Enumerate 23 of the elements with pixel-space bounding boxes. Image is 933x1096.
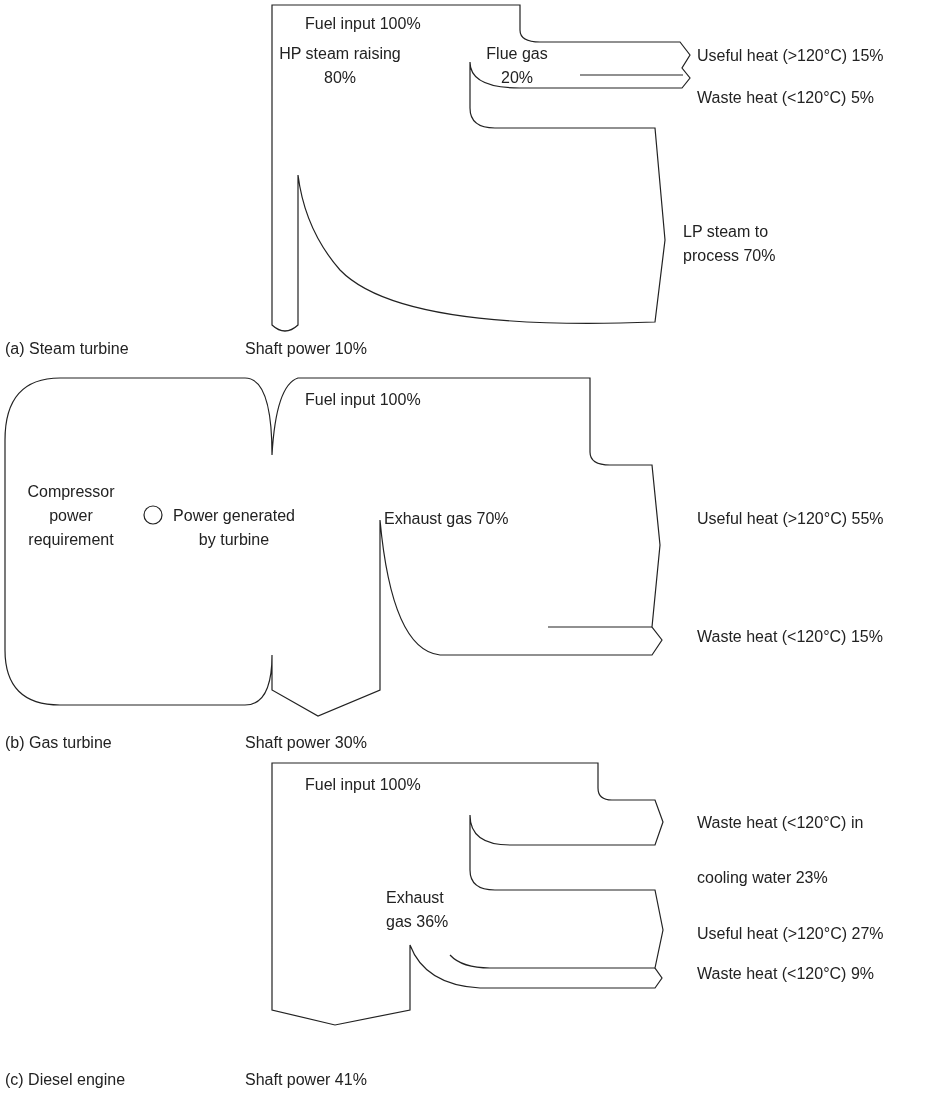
flow-label: Shaft power 10% [245, 339, 367, 359]
flow-label: Waste heat (<120°C) 9% [697, 964, 874, 984]
flow-label: Waste heat (<120°C) 5% [697, 88, 874, 108]
flow-label: Fuel input 100% [305, 390, 421, 410]
flow-label: HP steam raising 80% [278, 44, 402, 88]
flow-label: LP steam to process 70% [683, 222, 777, 266]
panel-caption: (a) Steam turbine [5, 339, 129, 359]
flow-label: Flue gas 20% [485, 44, 549, 88]
flow-label: Exhaust gas 70% [384, 509, 509, 529]
flow-label: Useful heat (>120°C) 55% [697, 509, 884, 529]
panel-caption: (c) Diesel engine [5, 1070, 126, 1090]
flow-label: Useful heat (>120°C) 15% [697, 46, 884, 66]
flow-label: Waste heat (<120°C) in cooling water 23% [697, 813, 865, 888]
flow-label: Fuel input 100% [305, 14, 421, 34]
flow-label: Shaft power 41% [245, 1070, 367, 1090]
panel-caption: (b) Gas turbine [5, 733, 112, 753]
flow-label: Useful heat (>120°C) 27% [697, 924, 884, 944]
flow-label: Shaft power 30% [245, 733, 367, 753]
flow-label: Compressor power requirement [26, 482, 116, 550]
flow-label: Fuel input 100% [305, 775, 421, 795]
flow-label: Waste heat (<120°C) 15% [697, 627, 883, 647]
flow-label: Exhaust gas 36% [386, 888, 450, 932]
flow-label: Power generated by turbine [172, 506, 296, 550]
